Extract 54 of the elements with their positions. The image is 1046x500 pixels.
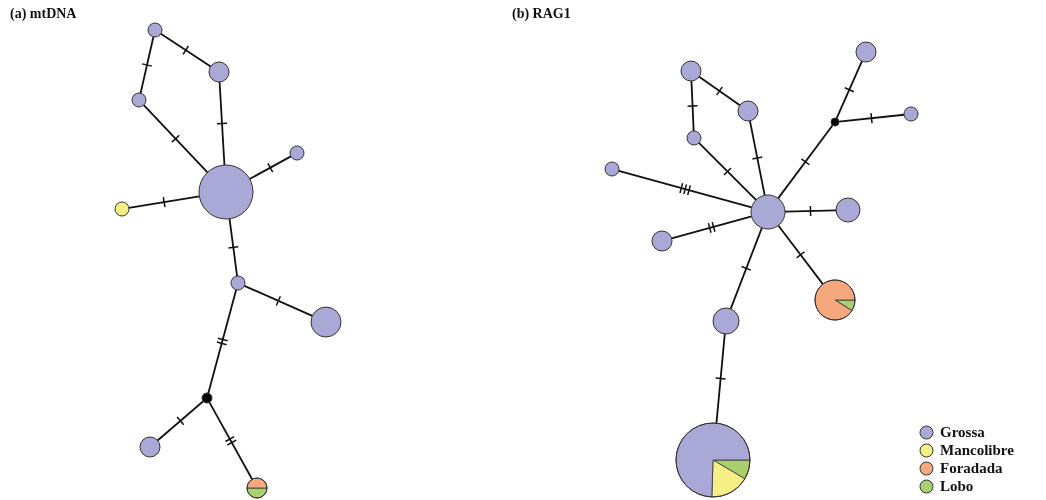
connector-line [670,215,753,240]
haplotype-circle [198,164,254,220]
connector-line [228,217,238,277]
haplotype-circle [208,61,230,83]
haplotype-circle [310,306,342,338]
connector-line [128,195,201,209]
haplotype-circle [680,60,702,82]
legend-label: Mancolibre [940,442,1014,459]
connector-line [838,113,905,123]
haplotype-circle [712,307,740,335]
connector-line [156,400,205,442]
connector-line [729,226,763,310]
haplotype-circle [903,106,919,122]
haplotype-pie-chart [814,279,856,321]
haplotype-circle [835,197,861,223]
haplotype-circle [147,22,163,38]
haplotype-circle [230,275,246,291]
legend-label: Foradada [940,460,1003,477]
connector-line [207,288,238,395]
haplotype-circle [651,230,673,252]
connector-line [835,60,863,120]
panel-label: (a) mtDNA [10,6,77,22]
legend-label: Lobo [940,478,974,495]
haplotype-circle [855,41,877,63]
connector-line [248,155,292,180]
haplotype-circle [289,145,305,161]
median-vector-dot [201,392,213,404]
haplotype-circle [604,161,620,177]
connector-line [749,119,766,197]
connector-line [139,35,155,95]
connector-line [159,32,212,68]
haplotype-circle [139,436,161,458]
haplotype-circle [737,100,759,122]
haplotype-pie-chart [675,422,751,498]
connector-line [208,401,254,481]
median-vector-dot [830,117,840,127]
haplotype-circle [114,201,130,217]
haplotype-circle [750,194,786,230]
connector-line [777,124,834,200]
connector-line [218,81,226,166]
connector-line [784,209,837,213]
haplotype-circle [131,92,147,108]
connector-line [142,104,209,174]
connector-line [698,142,757,201]
panel-label: (b) RAG1 [512,6,571,22]
haplotype-circle [686,130,702,146]
legend-label: Grossa [940,424,985,441]
haplotype-pie-chart [246,477,268,499]
connector-line [243,284,314,317]
connector-line [690,80,695,132]
connector-line [777,224,824,285]
connector-line [715,333,726,425]
connector-line [617,169,753,209]
connector-line [698,75,741,107]
